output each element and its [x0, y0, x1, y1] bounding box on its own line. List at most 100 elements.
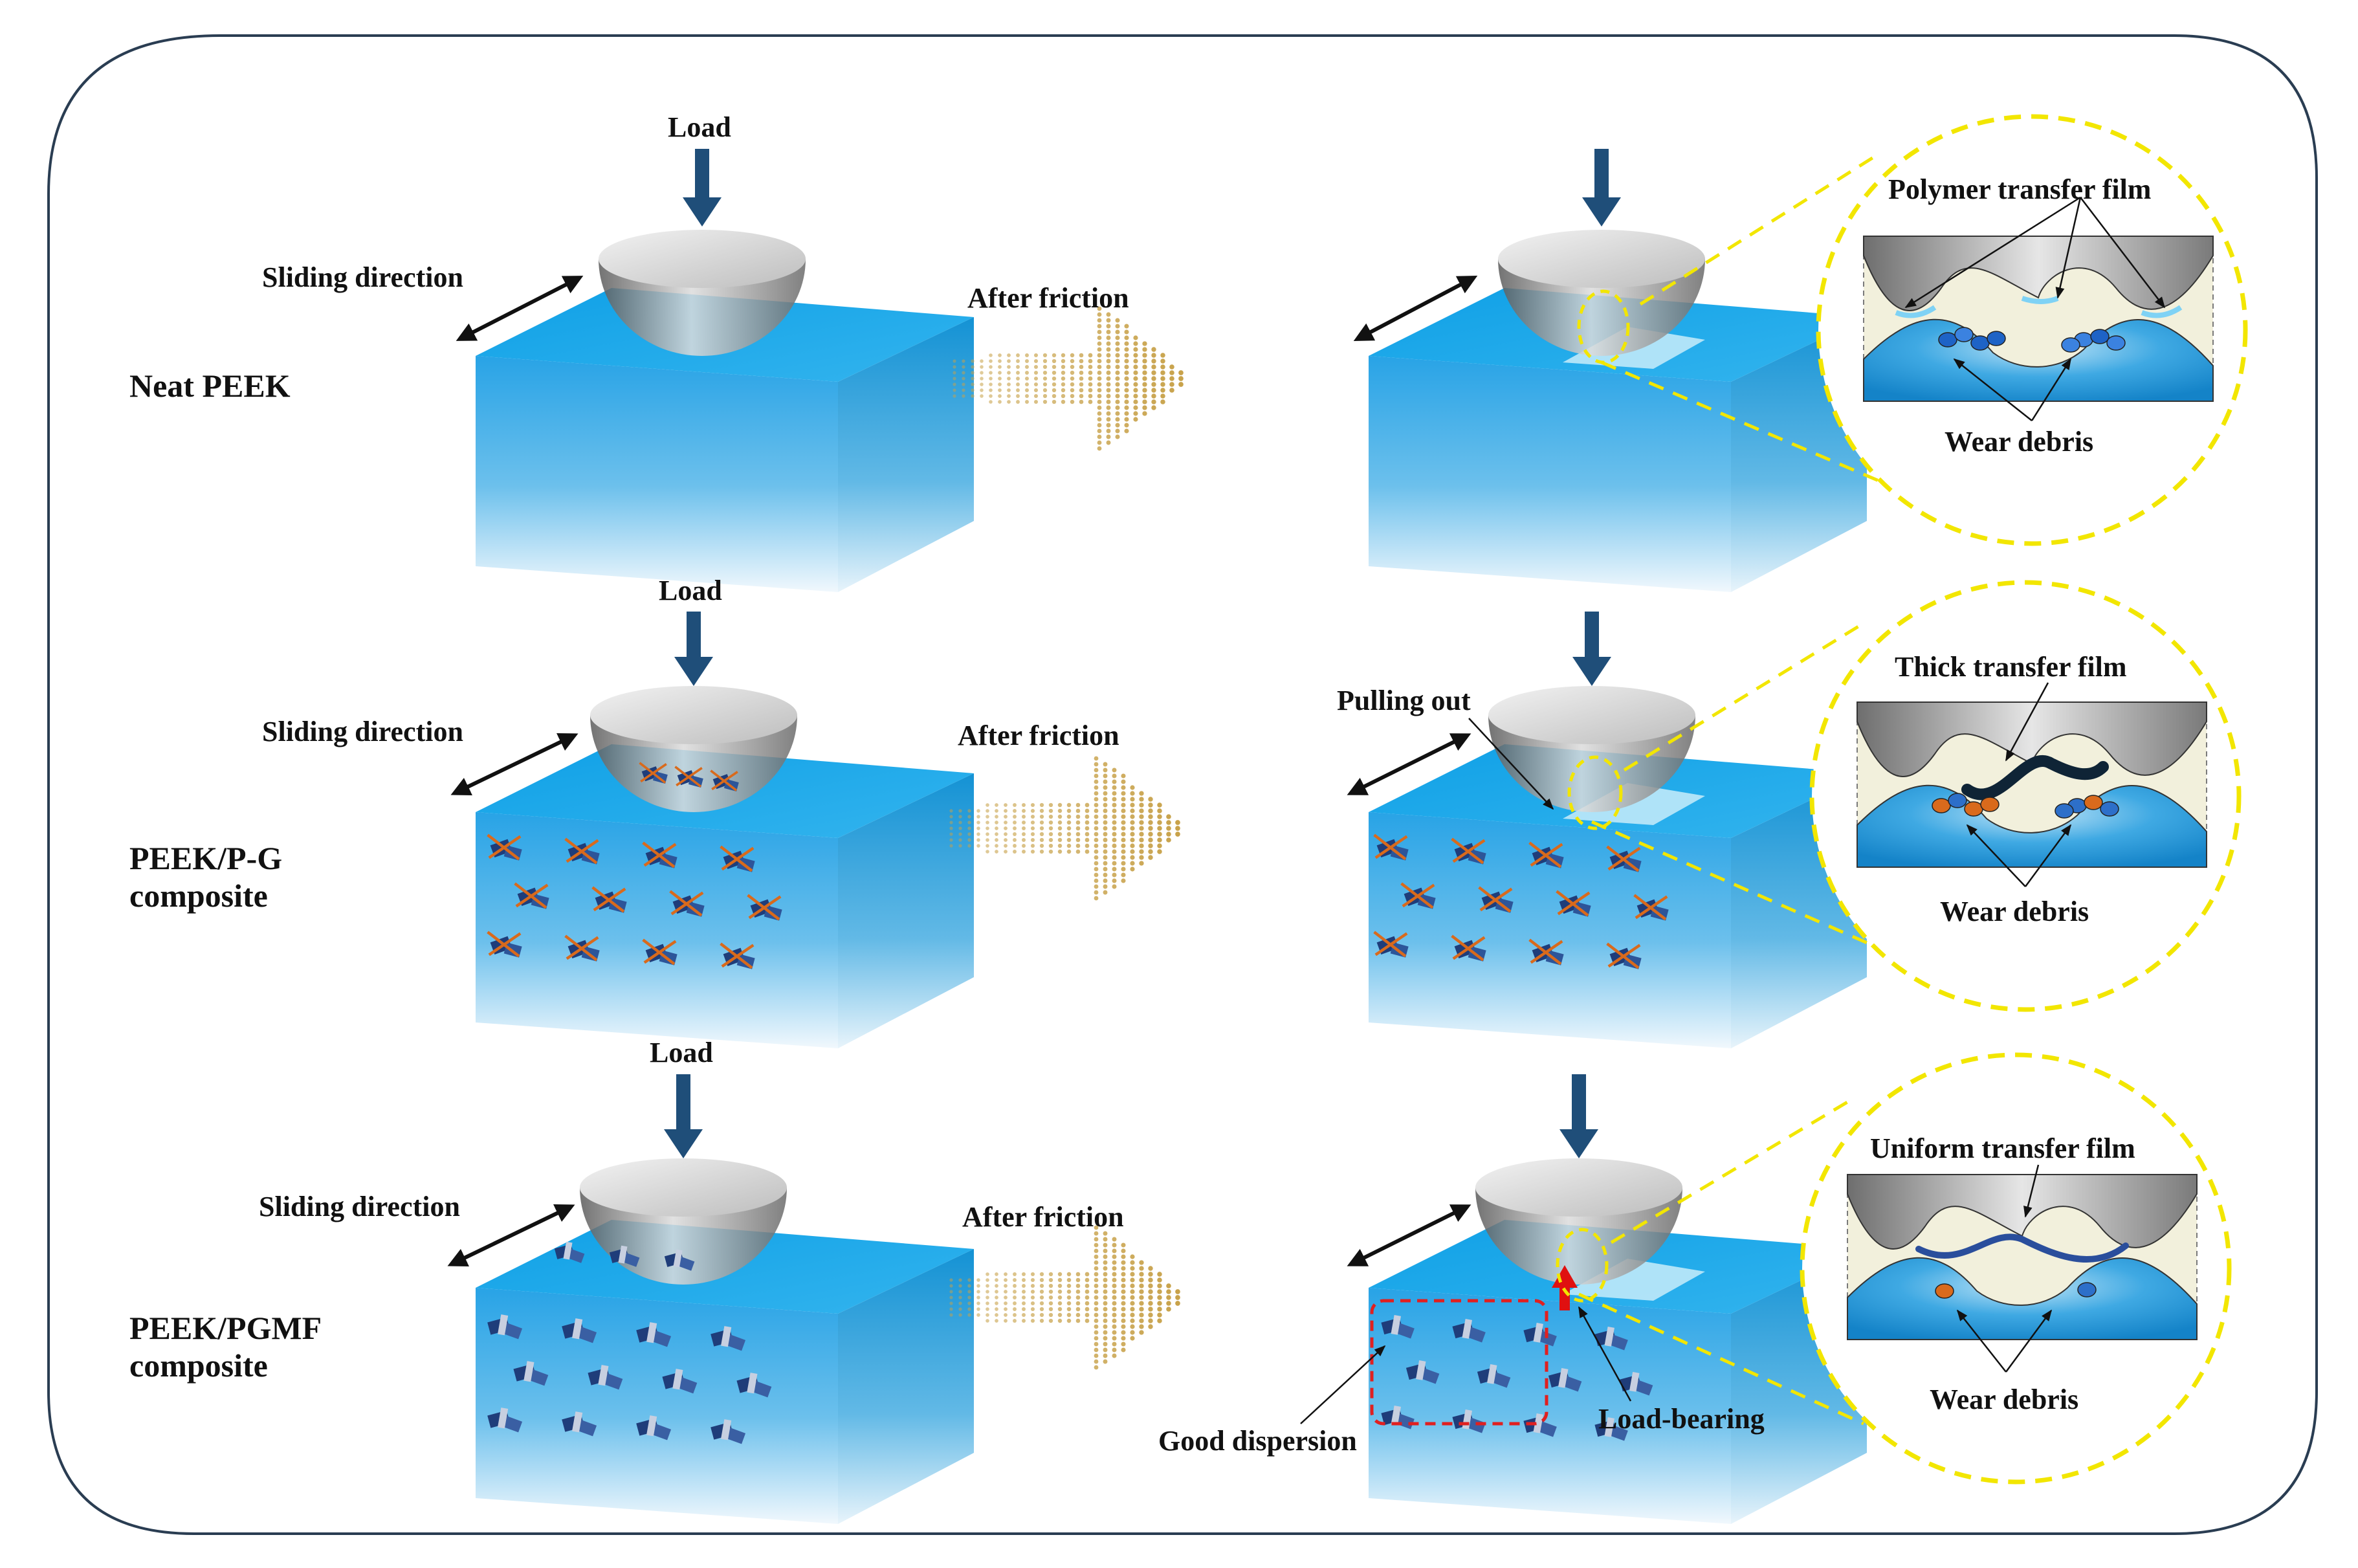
friction-arrow-row3-dot: [1013, 1290, 1017, 1294]
friction-arrow-row2-dot: [1121, 849, 1126, 854]
pgmf-filler-particle-before-plate2: [725, 1334, 746, 1351]
friction-arrow-row2-dot: [1066, 814, 1072, 819]
friction-arrow-row2-dot: [1103, 808, 1108, 813]
zoom-spot-row2: [1567, 755, 1623, 830]
friction-arrow-row2-dot: [1085, 808, 1090, 813]
friction-arrow-row3-dot: [1157, 1312, 1162, 1318]
friction-arrow-row2-dot: [958, 832, 962, 836]
zoom-inset-row3-debris: [2077, 1282, 2097, 1297]
friction-arrow-row2-dot: [1004, 838, 1008, 842]
friction-arrow-row1-dot: [1033, 370, 1039, 375]
after-friction-label-row1: After friction: [967, 282, 1129, 314]
friction-arrow-row2-dot: [1022, 832, 1026, 836]
friction-arrow-row2-dot: [1048, 826, 1053, 831]
friction-arrow-row1-dot: [1097, 329, 1102, 335]
friction-arrow-row2-dot: [1022, 838, 1026, 842]
pgmf-filler-particle-after-plate2: [1609, 1334, 1628, 1351]
friction-arrow-row1-dot: [953, 359, 956, 363]
friction-arrow-row1-dot: [1088, 359, 1093, 364]
friction-arrow-row3-dot: [1094, 1225, 1099, 1230]
pointer-film-row1-a: [1904, 196, 2081, 309]
friction-arrow-row3-dot: [1139, 1330, 1144, 1335]
friction-arrow-row3-dot: [1121, 1318, 1126, 1323]
zoom-guide-row3-bottom: [1578, 1292, 1865, 1426]
friction-arrow-row1-dot: [1042, 353, 1048, 358]
friction-arrow-row3-dot: [1148, 1272, 1153, 1277]
friction-arrow-row2-dot: [1157, 808, 1162, 813]
friction-arrow-row3-dot: [1094, 1353, 1099, 1358]
friction-arrow-row3-dot: [949, 1307, 953, 1311]
friction-arrow-row1-dot: [1115, 318, 1120, 323]
friction-arrow-row3-dot: [1148, 1289, 1153, 1294]
friction-arrow-row1-dot: [1115, 399, 1120, 404]
friction-arrow-row3-dot: [1121, 1266, 1126, 1271]
friction-arrow-row3-dot: [1103, 1301, 1108, 1306]
friction-arrow-row3-dot: [1112, 1301, 1117, 1306]
pgmf-filler-particle-before-plate2: [725, 1427, 746, 1444]
pg-filler-particle-after: [1373, 834, 1409, 861]
friction-arrow-row1-dot: [1115, 329, 1120, 335]
friction-arrow-row1-dot: [1097, 423, 1102, 428]
friction-arrow-row1-dot: [1160, 370, 1165, 375]
friction-arrow-row1-dot: [1115, 405, 1120, 410]
friction-arrow-row1-dot: [1052, 376, 1057, 381]
friction-arrow-row1-dot: [1106, 405, 1111, 410]
friction-arrow-row1-dot: [1133, 335, 1138, 340]
friction-arrow-row1-dot: [1061, 376, 1066, 381]
friction-arrow-row3-dot: [1022, 1278, 1026, 1282]
friction-arrow-row3-dot: [1130, 1336, 1135, 1341]
friction-arrow-row1-dot: [1178, 376, 1184, 381]
counterface-ball-row3-after-cap: [1475, 1158, 1682, 1217]
friction-arrow-row1-dot: [1115, 335, 1120, 340]
pgmf-filler-particle-before-plate2: [502, 1415, 523, 1433]
friction-arrow-row1-dot: [980, 377, 984, 381]
friction-arrow-row1-dot: [1106, 423, 1111, 428]
friction-arrow-row2-dot: [1094, 861, 1099, 866]
friction-arrow-row1-dot: [1025, 382, 1029, 386]
friction-arrow-row2-dot: [1148, 837, 1153, 843]
friction-arrow-row2-dot: [1048, 832, 1053, 837]
friction-arrow-row2-dot: [976, 838, 980, 842]
friction-arrow-row2-dot: [1148, 814, 1153, 819]
friction-arrow-row1-dot: [1178, 382, 1184, 387]
friction-arrow-row1-dot: [989, 377, 993, 381]
friction-arrow-row2-dot: [1166, 832, 1171, 837]
friction-arrow-row2-dot: [1094, 837, 1099, 843]
sliding-arrow-row2-after: [1347, 733, 1471, 795]
friction-arrow-row2-dot: [958, 815, 962, 819]
friction-arrow-row1-dot: [1115, 347, 1120, 352]
friction-arrow-row2-dot: [1103, 872, 1108, 878]
friction-arrow-row1-dot: [1042, 376, 1048, 381]
friction-arrow-row1-dot: [1097, 364, 1102, 370]
zoom-inset-row2-film: [1961, 755, 2109, 801]
friction-arrow-row1-dot: [1007, 400, 1011, 404]
friction-arrow-row1-dot: [1007, 382, 1011, 386]
friction-arrow-row3-dot: [1066, 1283, 1072, 1288]
friction-arrow-row3-dot: [995, 1296, 998, 1299]
friction-arrow-row3-dot: [1013, 1296, 1017, 1299]
friction-arrow-row3-dot: [1039, 1289, 1044, 1294]
friction-arrow-row2-dot: [1112, 814, 1117, 819]
friction-arrow-row2-dot: [995, 826, 998, 830]
friction-arrow-row3-dot: [967, 1307, 971, 1311]
friction-arrow-row2-dot: [1013, 850, 1017, 854]
friction-arrow-row1-dot: [1025, 359, 1029, 363]
pg-filler-particle-after: [1478, 886, 1514, 913]
friction-arrow-row1-dot: [1142, 347, 1147, 352]
friction-arrow-row1-dot: [980, 382, 984, 386]
friction-arrow-row3-dot: [986, 1284, 989, 1288]
pointer-pulling-out: [1468, 718, 1554, 810]
friction-arrow-row1-dot: [1016, 400, 1020, 404]
friction-arrow-row3-dot: [1094, 1342, 1099, 1347]
pgmf-filler-particle-after: [1548, 1367, 1582, 1392]
friction-arrow-row1-dot: [1115, 423, 1120, 428]
friction-arrow-row3-dot: [1130, 1318, 1135, 1323]
friction-arrow-row3-dot: [1066, 1318, 1072, 1323]
friction-arrow-row3-dot: [1066, 1312, 1072, 1318]
friction-arrow-row1-dot: [1160, 364, 1165, 370]
zoom-guide-row3-top: [1610, 1098, 1852, 1244]
pgmf-filler-particle-after-flake: [1629, 1371, 1640, 1392]
friction-arrow-row3-dot: [1103, 1237, 1108, 1242]
friction-arrow-row2-dot: [1030, 814, 1035, 819]
friction-arrow-row2-dot: [1130, 820, 1135, 825]
